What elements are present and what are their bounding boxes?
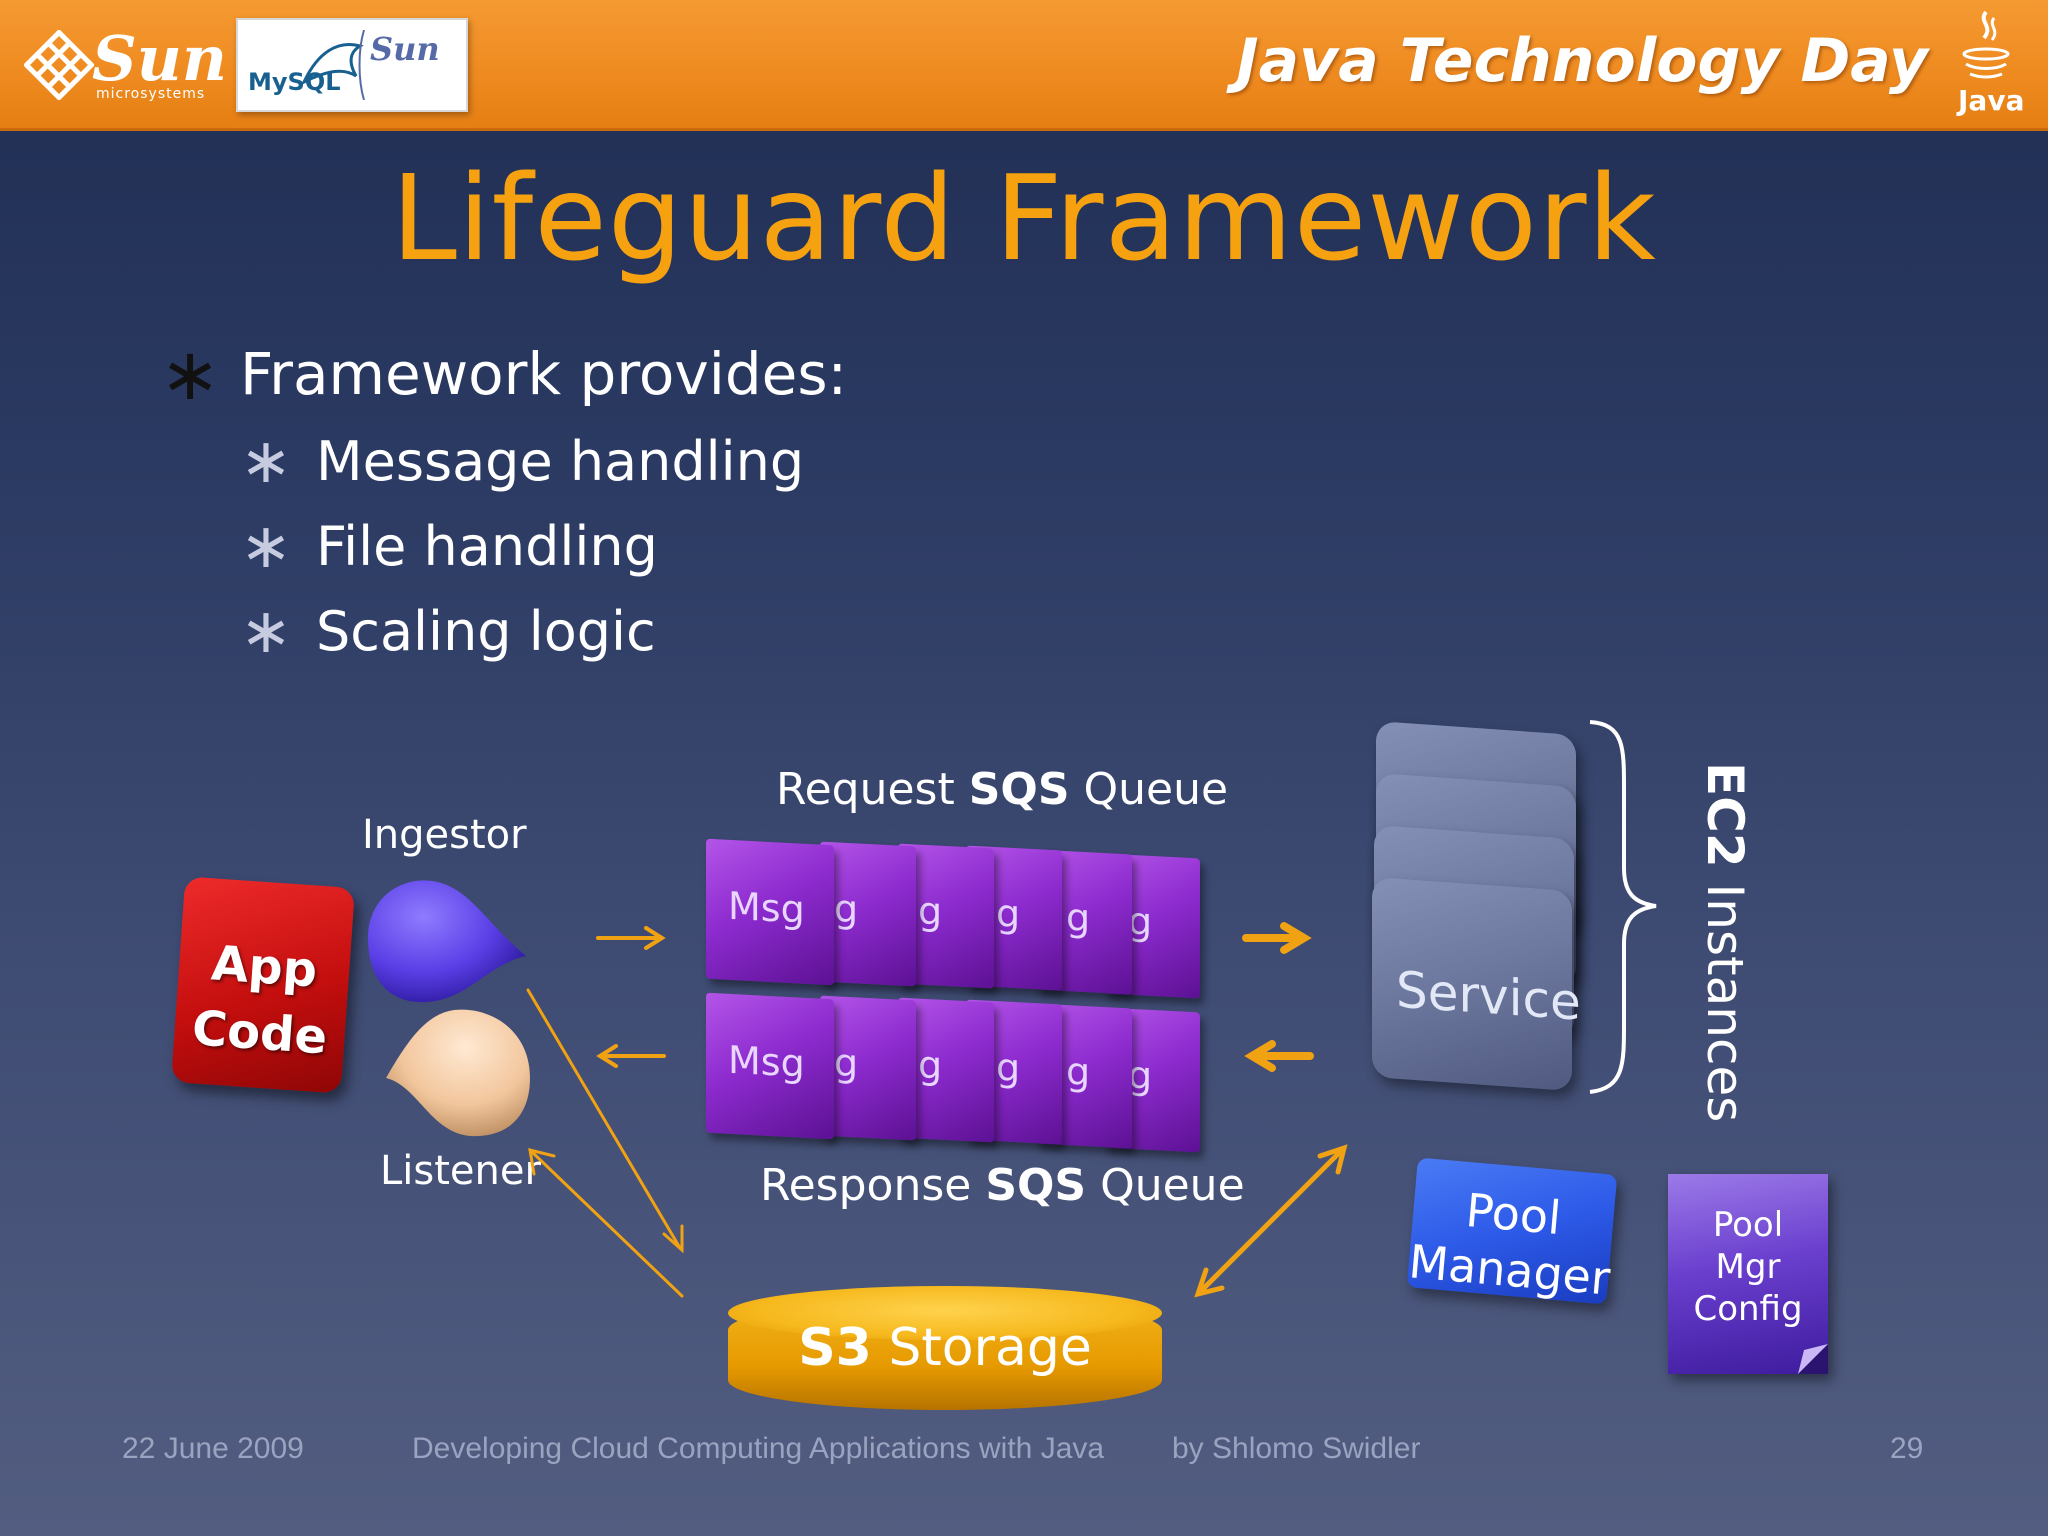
footer-page-number: 29 bbox=[1890, 1432, 1924, 1465]
response-queue-prefix: Response bbox=[760, 1160, 986, 1211]
response-msg-3-text: g bbox=[918, 1042, 943, 1088]
response-msg-2-text: g bbox=[834, 1040, 859, 1086]
header-bar: Sun microsystems MySQL Sun Java Technolo… bbox=[0, 0, 2048, 131]
pool-config-line-2: Mgr bbox=[1715, 1247, 1781, 1287]
pool-manager-block: Pool Manager bbox=[1407, 1157, 1618, 1306]
ingestor-to-request-arrow bbox=[596, 926, 666, 950]
response-msg-4-text: g bbox=[996, 1045, 1021, 1091]
slide-title: Lifeguard Framework bbox=[391, 149, 1657, 287]
sub-bullet-message-handling: Message handling bbox=[316, 430, 805, 493]
response-msg-1-text: Msg bbox=[728, 1037, 805, 1086]
response-queue-sqs: SQS bbox=[985, 1160, 1087, 1211]
request-msg-2: g bbox=[820, 841, 916, 987]
footer-talk-title: Developing Cloud Computing Applications … bbox=[412, 1432, 1105, 1465]
pool-config-line-3: Config bbox=[1693, 1289, 1803, 1329]
pool-config-document: Pool Mgr Config bbox=[1668, 1174, 1828, 1374]
s3-storage-label: S3 Storage bbox=[728, 1318, 1162, 1378]
request-queue-suffix: Queue bbox=[1069, 764, 1229, 815]
footer-author: by Shlomo Swidler bbox=[1172, 1432, 1421, 1465]
dolphin-icon bbox=[300, 43, 364, 86]
request-queue-prefix: Request bbox=[776, 764, 969, 815]
app-code-line-1: App bbox=[209, 935, 320, 999]
app-code-line-2: Code bbox=[190, 1000, 330, 1066]
response-msg-2: g bbox=[820, 995, 916, 1141]
coffee-cup-icon bbox=[1962, 10, 2010, 79]
response-queue-suffix: Queue bbox=[1086, 1160, 1245, 1211]
mysql-logo-text: MySQL bbox=[248, 68, 341, 96]
sun-diamond-icon bbox=[24, 30, 94, 100]
sun-logo: Sun microsystems bbox=[24, 24, 227, 104]
pool-config-line-1: Pool bbox=[1712, 1205, 1784, 1245]
ingestor-label: Ingestor bbox=[362, 812, 527, 858]
page-fold-icon bbox=[1798, 1344, 1828, 1374]
s3-storage-top bbox=[728, 1286, 1162, 1340]
s3-label-rest: Storage bbox=[871, 1318, 1092, 1378]
listener-drop-icon bbox=[386, 1009, 530, 1137]
request-msg-1: Msg bbox=[706, 838, 834, 986]
request-msg-1-text: Msg bbox=[728, 883, 805, 932]
pool-config-label: Pool Mgr Config bbox=[1668, 1204, 1828, 1330]
request-queue-label: Request SQS Queue bbox=[776, 764, 1228, 815]
mysql-sun-text: Sun bbox=[370, 30, 440, 68]
sun-logo-subtext: microsystems bbox=[96, 86, 206, 102]
s3-to-listener-arrow bbox=[528, 1147, 684, 1298]
sub-bullet-scaling-logic: Scaling logic bbox=[316, 600, 656, 663]
ingestor-drop-icon bbox=[368, 880, 526, 1003]
sub-bullet-star-icon: ∗ bbox=[240, 424, 292, 497]
event-title: Java Technology Day bbox=[1236, 26, 1928, 96]
divider-icon bbox=[358, 30, 365, 100]
sub-bullet-star-icon: ∗ bbox=[240, 594, 292, 667]
app-code-label: App Code bbox=[173, 928, 352, 1072]
sun-logo-text: Sun bbox=[92, 22, 227, 95]
s3-storage-cylinder: S3 Storage bbox=[728, 1286, 1162, 1410]
java-logo: Java bbox=[1952, 8, 2025, 120]
bullet-main: Framework provides: bbox=[240, 340, 848, 408]
request-msg-3-text: g bbox=[918, 888, 943, 934]
response-msg-1: Msg bbox=[706, 992, 834, 1140]
ec2-instances-label: EC2 Instances bbox=[1690, 762, 1754, 1122]
ec2-label-bold: EC2 bbox=[1696, 762, 1754, 868]
request-msg-2-text: g bbox=[834, 886, 859, 932]
mysql-logo: MySQL Sun bbox=[236, 18, 468, 112]
request-msg-4-text: g bbox=[996, 891, 1021, 937]
pool-manager-label: Pool Manager bbox=[1407, 1177, 1616, 1306]
request-queue-sqs: SQS bbox=[968, 764, 1070, 815]
request-msg-5-text: g bbox=[1066, 895, 1091, 941]
response-msg-5-text: g bbox=[1066, 1049, 1091, 1095]
sub-bullet-file-handling: File handling bbox=[316, 515, 658, 578]
response-queue-label: Response SQS Queue bbox=[760, 1160, 1245, 1211]
service-to-response-arrow bbox=[1244, 1040, 1314, 1072]
footer-date: 22 June 2009 bbox=[122, 1432, 304, 1465]
bullet-star-icon: ∗ bbox=[160, 332, 221, 416]
sub-bullet-star-icon: ∗ bbox=[240, 509, 292, 582]
service-card-1: Service bbox=[1372, 877, 1581, 1091]
java-logo-text: Java bbox=[1958, 84, 2025, 117]
brace-icon bbox=[1589, 720, 1657, 1094]
request-to-service-arrow bbox=[1242, 922, 1312, 954]
response-to-listener-arrow bbox=[596, 1044, 666, 1068]
ingestor-to-s3-arrow bbox=[526, 988, 684, 1254]
service-label: Service bbox=[1396, 960, 1581, 1032]
listener-label: Listener bbox=[380, 1148, 541, 1194]
app-code-block: App Code bbox=[171, 876, 355, 1094]
ec2-label-rest: Instances bbox=[1696, 867, 1754, 1123]
s3-label-bold: S3 bbox=[798, 1318, 872, 1378]
